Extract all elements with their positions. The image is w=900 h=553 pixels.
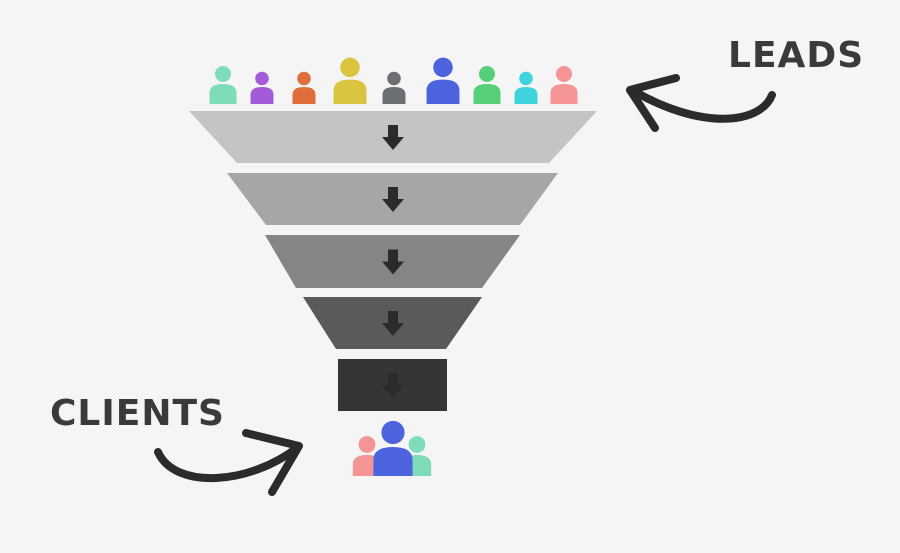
lead-person-icon bbox=[426, 57, 460, 104]
leads-group bbox=[209, 57, 578, 104]
clients-label: CLIENTS bbox=[50, 393, 225, 434]
leads-arrowhead-icon bbox=[626, 74, 680, 132]
lead-person-icon bbox=[250, 71, 274, 104]
down-arrow-icon bbox=[382, 125, 404, 150]
down-arrow-icon bbox=[382, 311, 404, 336]
clients-curved-arrow-icon bbox=[154, 443, 302, 482]
leads-label: LEADS bbox=[728, 35, 865, 76]
lead-person-icon bbox=[382, 71, 406, 104]
down-arrow-icon bbox=[382, 249, 404, 275]
funnel-stages bbox=[189, 111, 597, 411]
lead-person-icon bbox=[473, 66, 501, 104]
lead-person-icon bbox=[514, 71, 538, 104]
lead-person-icon bbox=[209, 66, 237, 104]
funnel-stage bbox=[189, 111, 597, 163]
clients-group bbox=[352, 420, 432, 476]
funnel-stage bbox=[227, 173, 558, 225]
funnel-stage bbox=[265, 235, 520, 288]
leads-curved-arrow-icon bbox=[628, 86, 776, 123]
lead-person-icon bbox=[292, 71, 316, 104]
down-arrow-icon bbox=[382, 373, 404, 398]
funnel-stage bbox=[303, 297, 482, 349]
lead-person-icon bbox=[550, 66, 578, 104]
funnel-stage bbox=[338, 359, 447, 411]
clients-arrowhead-icon bbox=[242, 429, 303, 496]
lead-person-icon bbox=[333, 57, 367, 104]
down-arrow-icon bbox=[382, 187, 404, 212]
client-person-icon bbox=[373, 420, 413, 476]
